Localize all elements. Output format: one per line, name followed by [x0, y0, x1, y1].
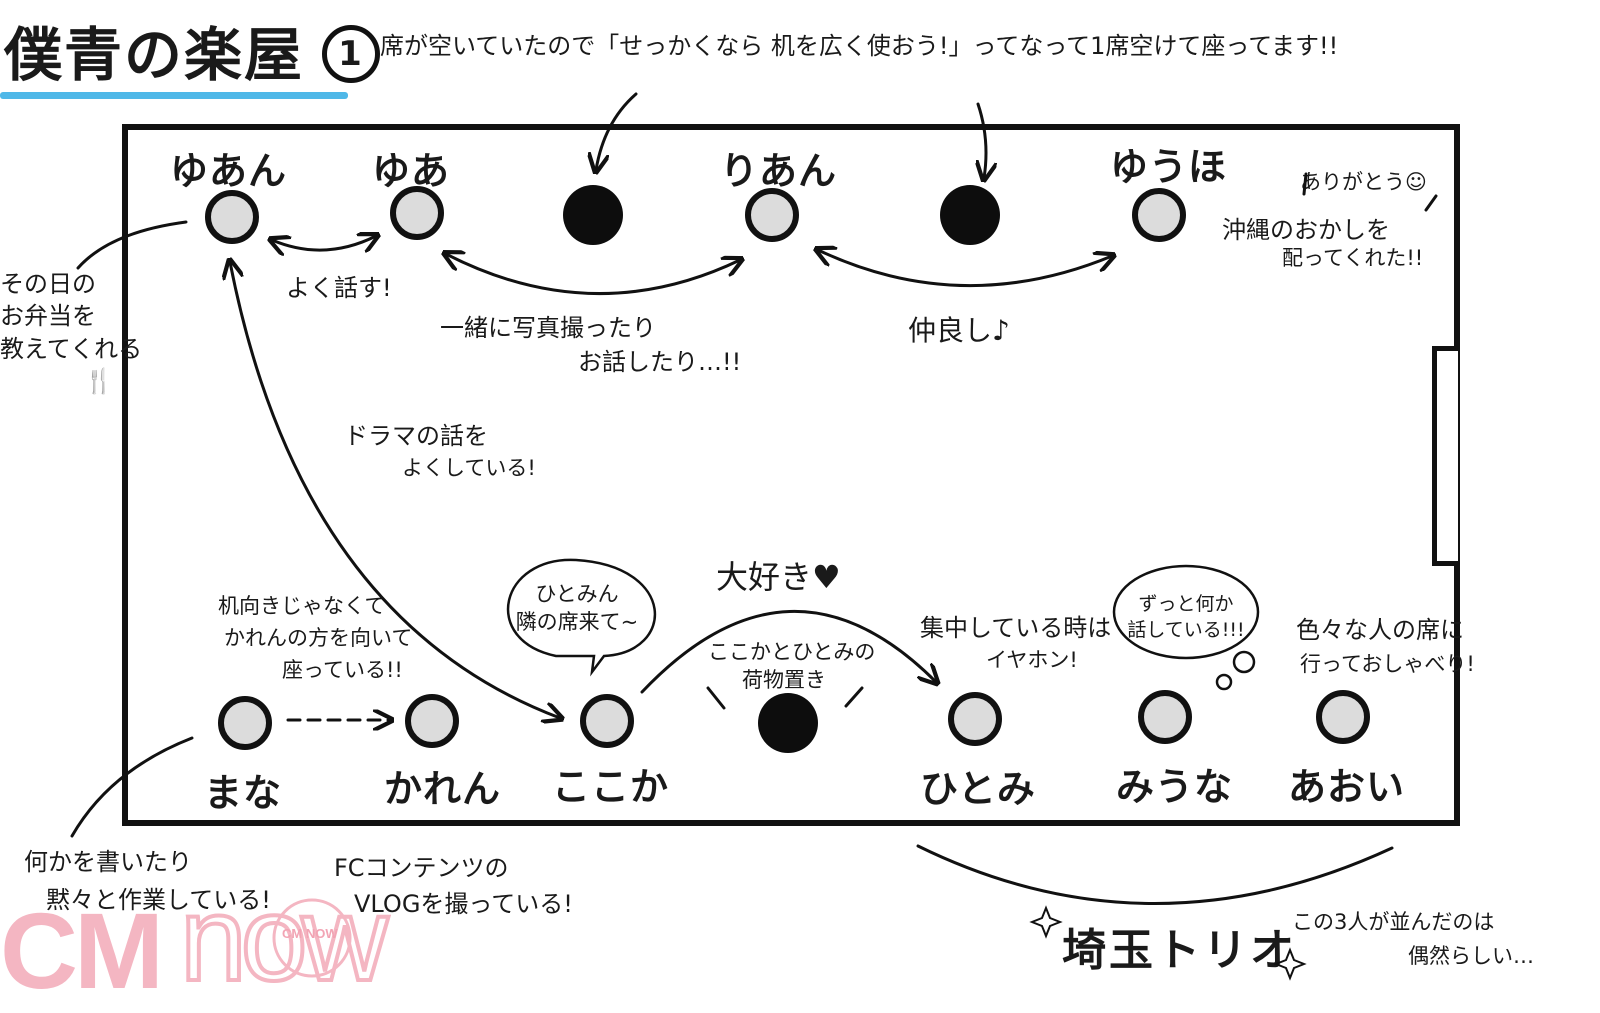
thought-bubble-miuna [1112, 564, 1260, 660]
seat-rian [745, 188, 799, 242]
watermark-now: now [178, 870, 390, 1008]
note-okinawa-line2: 配ってくれた!! [1282, 246, 1424, 270]
arrow-top-note-right [978, 102, 986, 178]
name-karen: かれん [384, 767, 502, 811]
name-yuuho: ゆうほ [1110, 145, 1228, 189]
seat-kokoka [580, 694, 634, 748]
trio-arc [916, 844, 1394, 905]
seat-yuuho [1132, 188, 1186, 242]
arrow-kokoka-hitomi [640, 610, 936, 694]
speech-bubble-kokoka [506, 558, 657, 677]
seat-miuna [1138, 690, 1192, 744]
note-okinawa-thanks: ありがとう☺ [1300, 170, 1427, 194]
sparkle-icon-2 [1273, 947, 1307, 981]
thought-bubble-dot-1 [1232, 650, 1256, 674]
note-writing-line2: 黙々と作業している! [46, 886, 271, 914]
note-fc-line1: FCコンテンツの [334, 854, 509, 882]
title-underline [0, 92, 348, 99]
top-note: 席が空いていたので「せっかくなら 机を広く使おう!」ってなって1席空けて座ってま… [380, 32, 1339, 60]
note-aoi-line1: 色々な人の席に [1296, 616, 1464, 644]
arrow-yuan-kokoka [230, 262, 560, 718]
note-okinawa-line1: 沖縄のおかしを [1222, 216, 1390, 244]
name-aoi: あおい [1288, 765, 1406, 809]
luggage-mark-right [844, 686, 864, 708]
arrow-yuan-yua [272, 236, 376, 250]
name-rian: りあん [720, 149, 838, 193]
watermark-cm: CM [0, 890, 164, 1011]
note-earphone-line1: 集中している時は [920, 614, 1112, 642]
arrow-top-note-left [596, 92, 638, 170]
luggage-mark-left [706, 686, 726, 710]
note-luggage-line1: ここかとひとみの [708, 640, 876, 664]
watermark-badge: CM NOW [282, 926, 338, 941]
seat-yua [390, 186, 444, 240]
seat-empty-2 [940, 185, 1000, 245]
name-mana: まな [204, 771, 283, 815]
seat-yuan [205, 190, 259, 244]
note-trio-line2: 偶然らしい… [1408, 944, 1534, 968]
note-daisuki: 大好き♥ [716, 558, 841, 596]
seat-aoi [1316, 690, 1370, 744]
note-trio-line1: この3人が並んだのは [1292, 910, 1495, 934]
note-nakayoshi: 仲良し♪ [908, 314, 1010, 347]
arrow-yua-rian [446, 254, 740, 295]
okinawa-mark-right [1424, 194, 1438, 212]
name-yua: ゆあ [372, 149, 451, 193]
note-photo-line2: お話したり…!! [578, 348, 742, 376]
note-earphone-line2: イヤホン! [986, 648, 1078, 672]
name-kokoka: ここか [552, 765, 670, 809]
seat-luggage [758, 693, 818, 753]
name-hitomi: ひとみ [920, 767, 1036, 811]
sparkle-icon-1 [1029, 905, 1063, 939]
seat-hitomi [948, 692, 1002, 746]
note-writing-line1: 何かを書いたり [24, 848, 192, 876]
line-writing-pointer [70, 736, 194, 838]
name-yuan: ゆあん [170, 149, 288, 193]
watermark-badge-ring [272, 898, 352, 978]
note-bento: その日の お弁当を 教えてくれる 🍴 [0, 268, 142, 398]
name-miuna: みうな [1116, 765, 1234, 809]
line-bento-pointer [76, 220, 188, 270]
arrow-rian-yuuho [818, 250, 1112, 287]
trio-label: 埼玉トリオ [1062, 925, 1297, 976]
note-luggage-line2: 荷物置き [742, 668, 826, 692]
bubble-miuna-text: ずっと何か 話している!!! [1127, 593, 1245, 641]
title-number-badge: 1 [322, 25, 381, 83]
title-text: 僕青の楽屋 [4, 21, 305, 89]
note-aoi-line2: 行っておしゃべり! [1300, 652, 1475, 676]
note-fc-line2: VLOGを撮っている! [354, 890, 573, 918]
okinawa-mark-left [1302, 172, 1308, 196]
page-title: 僕青の楽屋 1 [4, 8, 381, 92]
seat-empty-1 [563, 185, 623, 245]
room-door [1432, 346, 1458, 566]
fork-icon: 🍴 [84, 367, 114, 396]
thought-bubble-dot-2 [1215, 673, 1233, 691]
